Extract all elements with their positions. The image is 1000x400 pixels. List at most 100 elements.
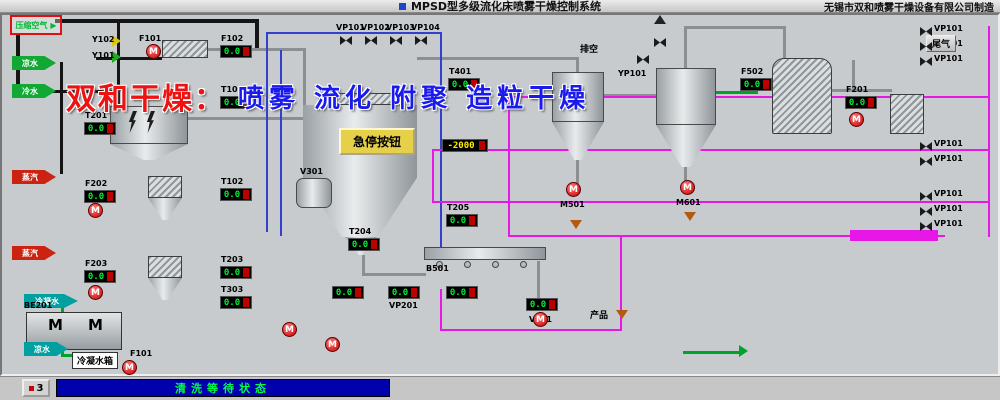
pump-icon[interactable]: M <box>849 112 864 127</box>
valve-icon[interactable] <box>920 142 932 151</box>
page-number: 3 <box>36 382 44 394</box>
instrument-display-F502: 0.0 <box>740 78 772 91</box>
pump-icon[interactable]: M <box>122 360 137 375</box>
pipe <box>440 329 622 331</box>
equipment-tag: F101 <box>139 34 162 43</box>
alarm-chip <box>107 272 113 281</box>
alarm-chip <box>469 216 475 225</box>
pump-icon[interactable]: M <box>282 322 297 337</box>
instrument-display-F201: 0.0 <box>845 96 877 109</box>
pipe <box>988 26 990 237</box>
note-label: 冷凝水箱 <box>72 352 119 369</box>
arrow-icon <box>654 15 666 24</box>
equipment-tag: VP101 <box>934 154 963 163</box>
pump-icon[interactable]: M <box>88 285 103 300</box>
pipe <box>55 19 258 23</box>
pipe <box>684 26 687 72</box>
feed-arrow: 凉水 <box>24 342 68 356</box>
alarm-chip <box>243 190 249 199</box>
status-bar: 清洗等待状态 <box>56 379 390 397</box>
note-label: 排空 <box>580 45 599 55</box>
pipe <box>18 90 114 93</box>
instrument-tag: T201 <box>85 111 108 120</box>
pipe <box>687 26 785 29</box>
pipe <box>440 289 442 331</box>
valve-icon[interactable] <box>637 55 649 64</box>
pipe <box>280 50 282 236</box>
instrument-tag: VP201 <box>389 301 418 310</box>
equipment-tag: M501 <box>560 200 585 209</box>
title-icon <box>398 2 406 10</box>
pump-icon[interactable]: M <box>566 182 581 197</box>
valve-icon[interactable] <box>365 36 377 45</box>
valve-icon[interactable] <box>920 222 932 231</box>
pump-icon[interactable]: M <box>680 180 695 195</box>
instrument-tag: T205 <box>447 203 470 212</box>
instrument-display-T102: 0.0 <box>220 188 252 201</box>
arrow-icon <box>570 220 582 229</box>
valve-icon[interactable] <box>920 207 932 216</box>
pipe <box>187 117 305 120</box>
pump-icon[interactable]: M <box>146 44 161 59</box>
equipment-tag: VP101 <box>934 204 963 213</box>
valve-icon[interactable] <box>920 157 932 166</box>
valve-icon[interactable] <box>920 192 932 201</box>
pipe <box>620 235 622 331</box>
valve-icon[interactable] <box>415 36 427 45</box>
pipe <box>207 48 305 51</box>
pipe <box>852 60 855 90</box>
arrow-icon <box>739 345 748 357</box>
feed-arrow: 冷水 <box>12 84 56 98</box>
instrument-tag: F201 <box>846 85 869 94</box>
heat-exchanger <box>162 40 208 58</box>
valve-icon[interactable] <box>920 27 932 36</box>
valve-icon[interactable] <box>390 36 402 45</box>
wheel-icon <box>520 261 527 268</box>
valve-icon[interactable] <box>920 42 932 51</box>
pump-icon[interactable]: M <box>533 312 548 327</box>
instrument-tag: F102 <box>221 34 244 43</box>
page-indicator[interactable]: 3 <box>22 379 50 397</box>
pipe <box>576 57 579 76</box>
valve-icon[interactable] <box>920 57 932 66</box>
equipment-tag: M <box>48 316 63 334</box>
equipment-tag: Y101 <box>92 51 115 60</box>
equipment-tag: YP101 <box>618 69 647 78</box>
instrument-tag: T203 <box>221 255 244 264</box>
instrument-display-T401: 0.0 <box>448 78 480 91</box>
equipment-tag: VP103 <box>386 23 415 32</box>
instrument-tag: F202 <box>85 179 108 188</box>
arrow-icon <box>112 51 121 63</box>
emergency-stop-button[interactable]: 急停按钮 <box>339 128 416 155</box>
pipe <box>117 22 120 108</box>
equipment-tag: VP101 <box>934 54 963 63</box>
instrument-display-F102: 0.0 <box>220 45 252 58</box>
pipe <box>537 261 540 299</box>
hopper-1-cone <box>552 122 604 160</box>
valve-icon[interactable] <box>654 38 666 47</box>
pump-icon[interactable]: M <box>88 203 103 218</box>
pipe <box>432 149 990 151</box>
lightning-icon <box>128 111 137 133</box>
valve-icon[interactable] <box>340 36 352 45</box>
pipe <box>266 32 268 232</box>
manufacturer-label: 无锡市双和喷雾干燥设备有限公司制造 <box>824 3 994 14</box>
wheel-icon <box>464 261 471 268</box>
instrument-tag: T102 <box>221 177 244 186</box>
feed-arrow: 冷凝水 <box>24 294 78 308</box>
pipe <box>362 255 365 275</box>
pipe <box>508 96 510 237</box>
pump-icon[interactable]: M <box>325 337 340 352</box>
alarm-chip <box>355 288 361 297</box>
equipment-tag: VP101 <box>934 24 963 33</box>
bag-filter <box>110 106 188 144</box>
equipment-tag: M <box>88 316 103 334</box>
cyclone-1 <box>148 198 182 220</box>
arrow-icon <box>112 35 121 47</box>
alarm-chip <box>243 298 249 307</box>
steam-heater-1 <box>148 176 182 198</box>
chamber-heater <box>318 93 400 105</box>
instrument-display-T205: 0.0 <box>446 214 478 227</box>
instrument-display: 0.0 <box>332 286 364 299</box>
